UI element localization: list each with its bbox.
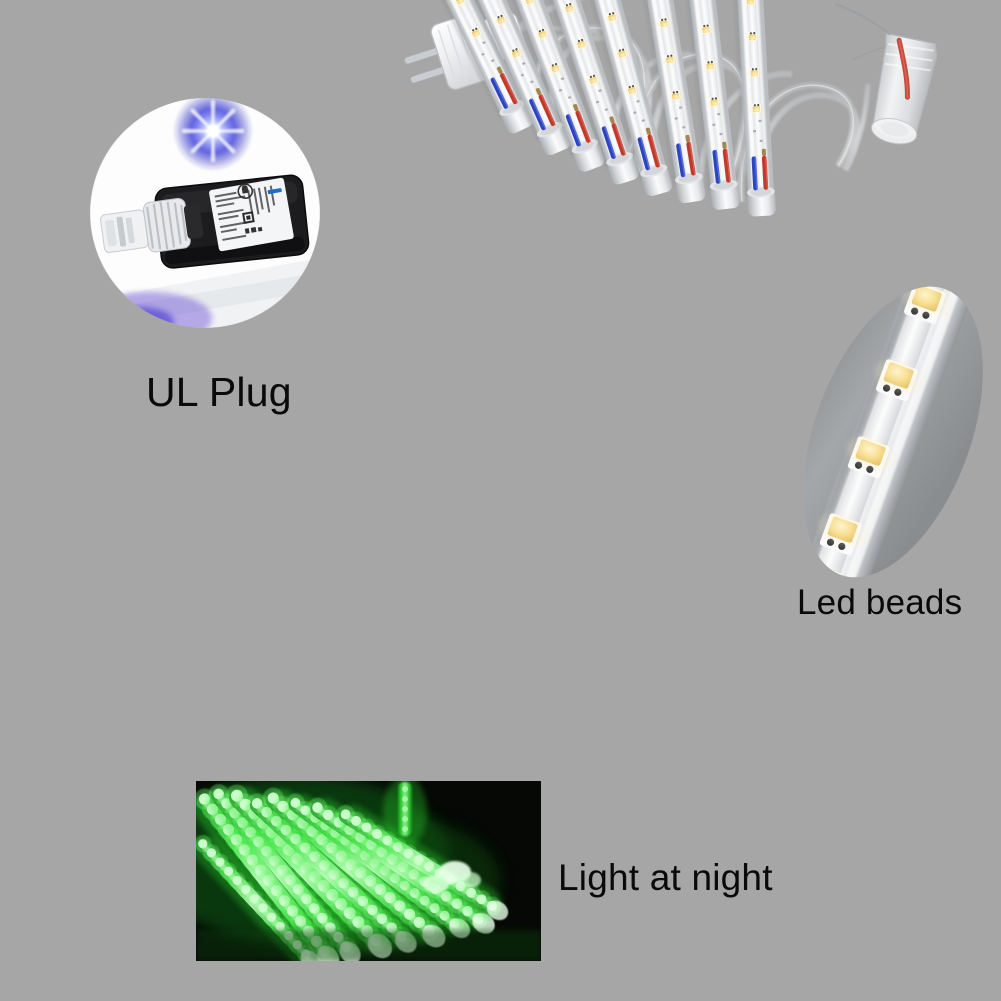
led-tube <box>376 0 605 172</box>
light-at-night-label: Light at night <box>558 857 773 898</box>
end-connector-icon <box>834 3 938 145</box>
led-tube <box>426 0 639 185</box>
led-tube <box>491 0 672 196</box>
ul-plug-label: UL Plug <box>146 369 292 415</box>
led-beads-label: Led beads <box>797 583 963 622</box>
led-tube-array <box>260 0 776 217</box>
light-at-night-photo <box>196 781 541 961</box>
led-tube <box>714 0 776 217</box>
led-tube <box>260 0 533 134</box>
led-tube <box>585 0 706 204</box>
led-beads-magnifier <box>792 262 983 602</box>
led-tube <box>645 0 740 210</box>
ul-plug-inset <box>89 97 321 329</box>
